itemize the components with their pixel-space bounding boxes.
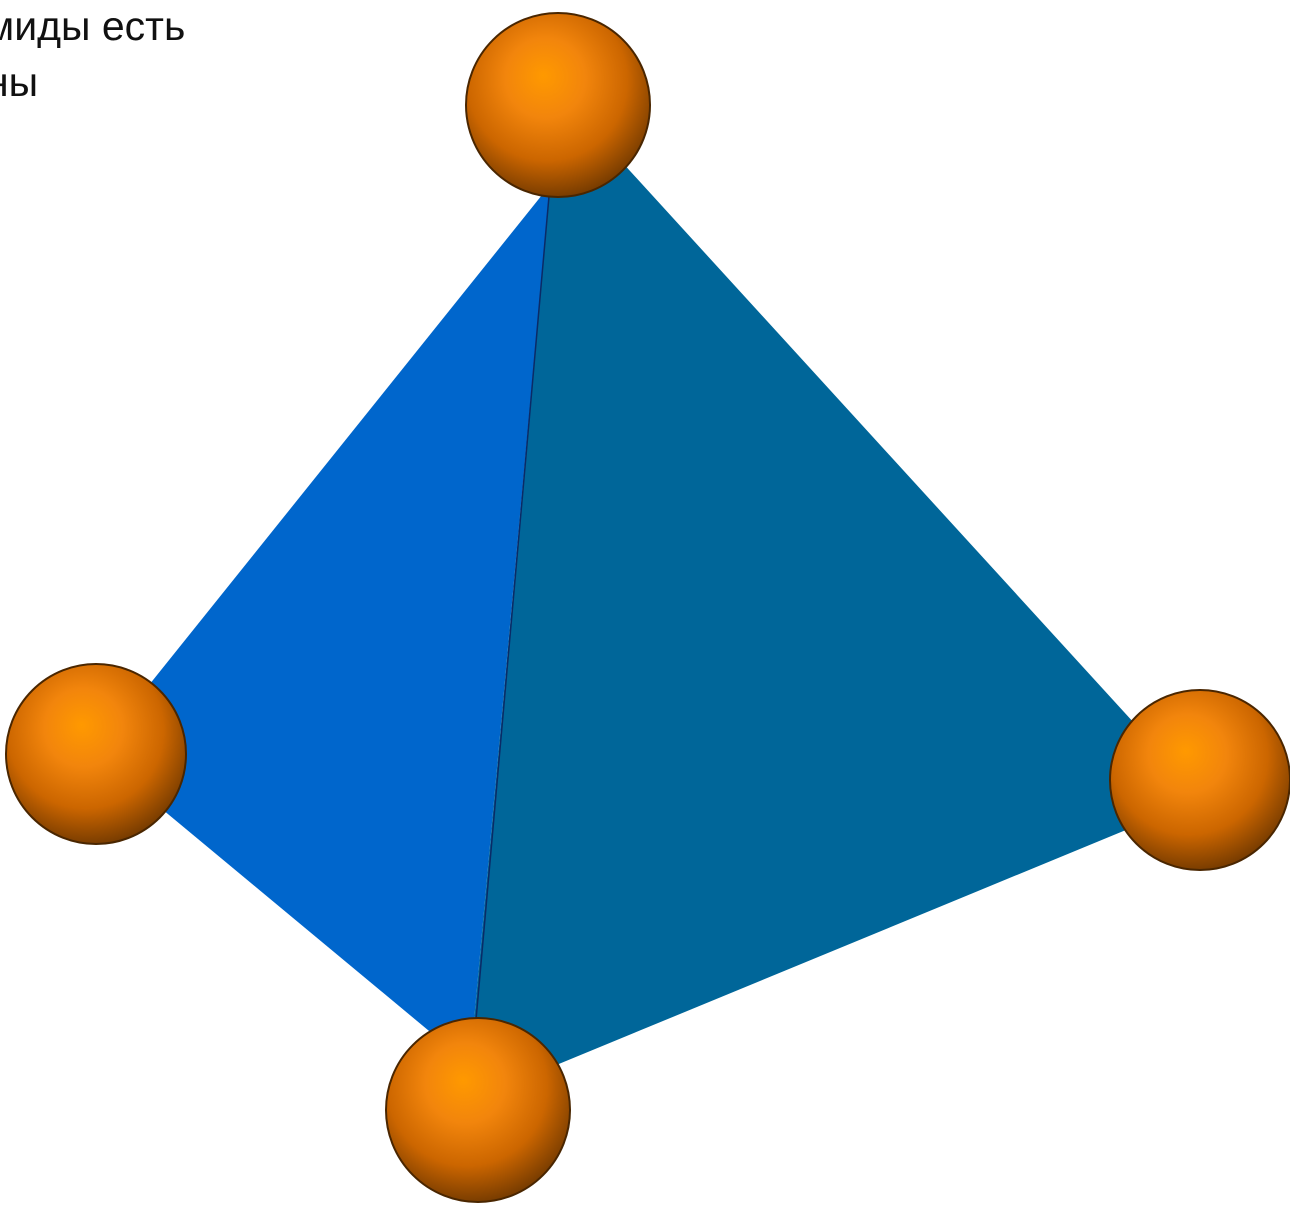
front-edge: [471, 184, 551, 1066]
caption-line-1: миды есть: [0, 3, 186, 49]
vertex-sphere-left: [5, 663, 187, 845]
caption-text: миды есть ны: [0, 0, 185, 110]
vertex-sphere-top: [465, 12, 651, 198]
right-face: [470, 160, 1145, 1080]
left-face: [133, 185, 550, 1065]
vertex-sphere-right: [1109, 689, 1290, 871]
vertex-sphere-bottom: [385, 1017, 571, 1203]
caption-line-2: ны: [0, 59, 39, 105]
